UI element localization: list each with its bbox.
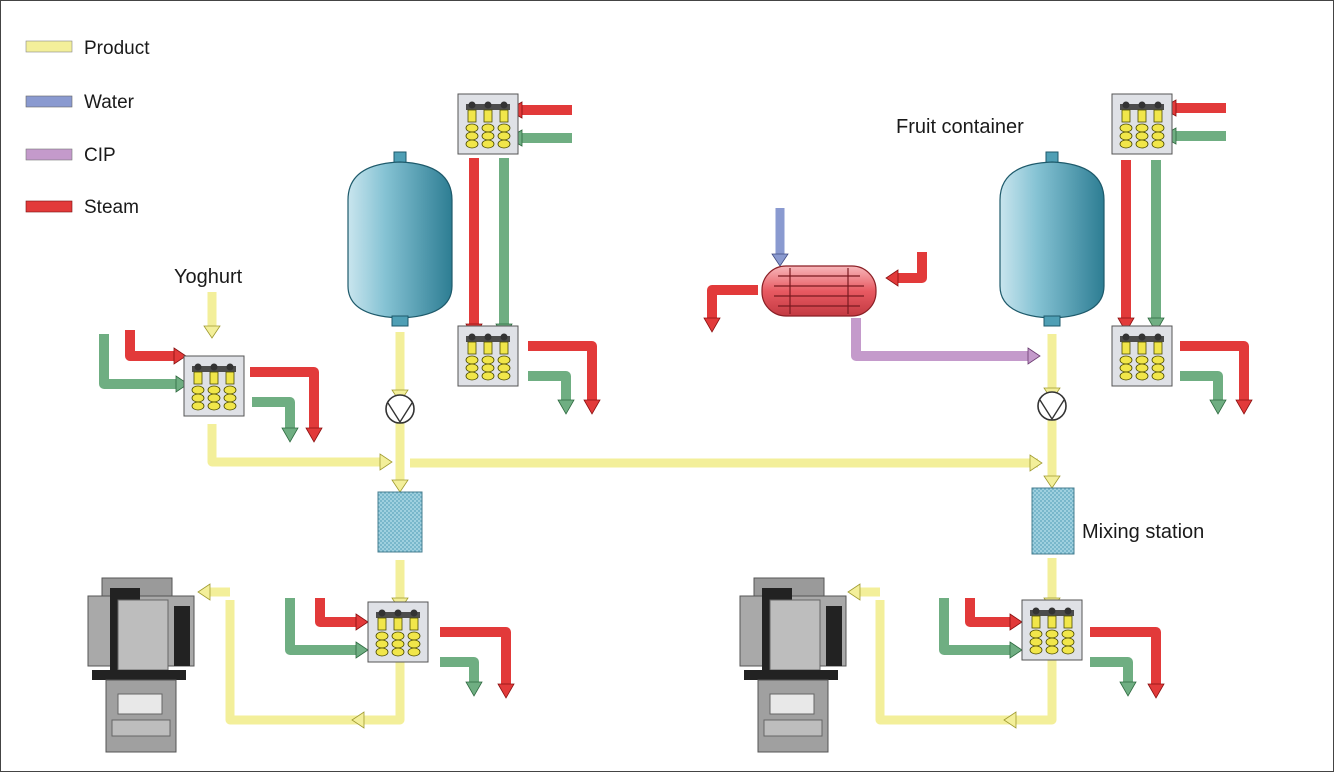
legend-item-water: Water <box>25 92 135 113</box>
legend-swatch-water <box>25 95 73 108</box>
legend-label-steam: Steam <box>84 197 139 218</box>
steam-out-yoghurt-valve <box>250 367 319 430</box>
legend-item-cip: CIP <box>25 145 116 166</box>
pump-left <box>385 394 415 424</box>
legend-item-product: Product <box>25 38 150 59</box>
steam-in-heat-exchanger <box>896 252 927 283</box>
valve-cluster-fill-left <box>367 601 429 663</box>
cip-arrowhead <box>1027 347 1041 365</box>
condensate-out-yoghurt-valve <box>252 397 295 430</box>
valve-cluster-fill-right <box>1021 599 1083 661</box>
left-filler-loop <box>208 587 405 725</box>
label-yoghurt: Yoghurt <box>174 266 243 288</box>
legend-swatch-cip <box>25 148 73 161</box>
steam-in-yoghurt-valve <box>125 330 176 361</box>
legend-swatch-product <box>25 40 73 53</box>
heat-exchanger <box>761 265 877 317</box>
valve-cluster-mid-left <box>457 325 519 387</box>
water-arrowhead <box>771 253 789 267</box>
tank-yoghurt <box>347 151 453 327</box>
cip-line <box>851 318 1030 361</box>
condensate-out-right-fill <box>1090 657 1133 684</box>
utility-lines <box>99 103 1249 686</box>
valve-cluster-yoghurt <box>183 355 245 417</box>
condensate-in-left-fill <box>285 598 358 655</box>
legend: Product Water CIP Steam <box>25 38 150 218</box>
condensate-out-left-fill <box>440 657 479 684</box>
steam-out-right-lower <box>1180 341 1249 402</box>
condensate-out-left-lower <box>528 371 571 402</box>
valve-cluster-mid-right <box>1111 325 1173 387</box>
steam-out-left-lower <box>528 341 597 402</box>
steam-out-right-fill <box>1090 627 1161 686</box>
steam-in-right-fill <box>965 598 1012 627</box>
yoghurt-to-junction-line <box>207 424 382 467</box>
steam-in-left-fill <box>315 598 358 627</box>
steam-out-left-fill <box>440 627 511 686</box>
legend-label-product: Product <box>84 38 150 59</box>
legend-item-steam: Steam <box>25 197 139 218</box>
steam-out-heat-exchanger <box>707 285 758 320</box>
legend-swatch-steam <box>25 200 73 213</box>
condensate-out-right-lower <box>1180 371 1223 402</box>
pump-right <box>1037 391 1067 421</box>
legend-label-cip: CIP <box>84 145 116 166</box>
valve-cluster-top-right <box>1111 93 1173 155</box>
label-mixing-station: Mixing station <box>1082 521 1204 543</box>
legend-label-water: Water <box>84 92 135 113</box>
condensate-in-yoghurt-valve <box>99 334 178 389</box>
water-cip-lines <box>775 208 1030 361</box>
condensate-in-right-fill <box>939 598 1012 655</box>
utility-arrowheads <box>173 99 1253 699</box>
mixing-unit-right <box>1031 487 1075 555</box>
label-fruit-container: Fruit container <box>896 116 1024 138</box>
tank-fruit-container <box>999 151 1105 327</box>
mixing-unit-left <box>377 491 423 553</box>
valve-cluster-top-left <box>457 93 519 155</box>
